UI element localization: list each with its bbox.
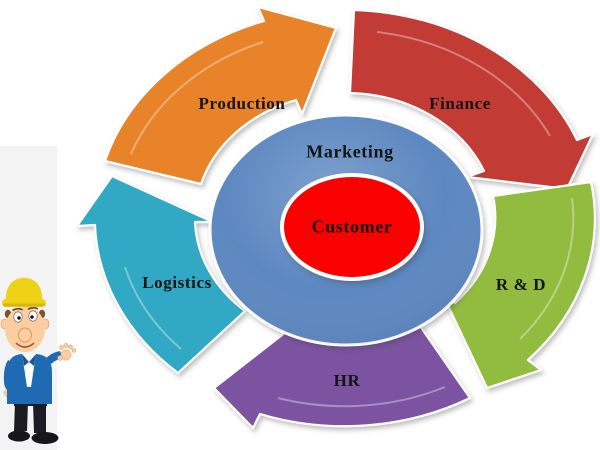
- mascot-eyes: [13, 310, 38, 323]
- mascot-right-hand: [57, 343, 77, 361]
- customer-core: [280, 173, 424, 281]
- segment-logistics-arrow: [75, 174, 247, 375]
- hard-hat-ridge: [19, 277, 29, 284]
- construction-worker-mascot: [0, 277, 77, 444]
- mascot-right-shoe: [31, 432, 59, 444]
- hard-hat-brim-shadow: [3, 303, 45, 307]
- hard-hat-icon: [5, 278, 43, 302]
- mascot-right-leg: [33, 402, 46, 433]
- segment-highlights: [124, 31, 575, 408]
- segment-finance-arrow: [348, 8, 595, 191]
- segment-production-arrow: [103, 5, 338, 186]
- mascot-left-leg: [14, 402, 28, 431]
- hard-hat-brim: [2, 299, 46, 307]
- mascot-left-shoe: [8, 430, 30, 442]
- mascot-right-arm: [44, 351, 63, 367]
- mascot-eyebrows: [12, 306, 39, 311]
- mascot-nose: [18, 327, 32, 343]
- mascot-mouth: [15, 342, 35, 348]
- mascot-collar: [22, 354, 36, 366]
- segment-rd-arrow: [440, 180, 596, 390]
